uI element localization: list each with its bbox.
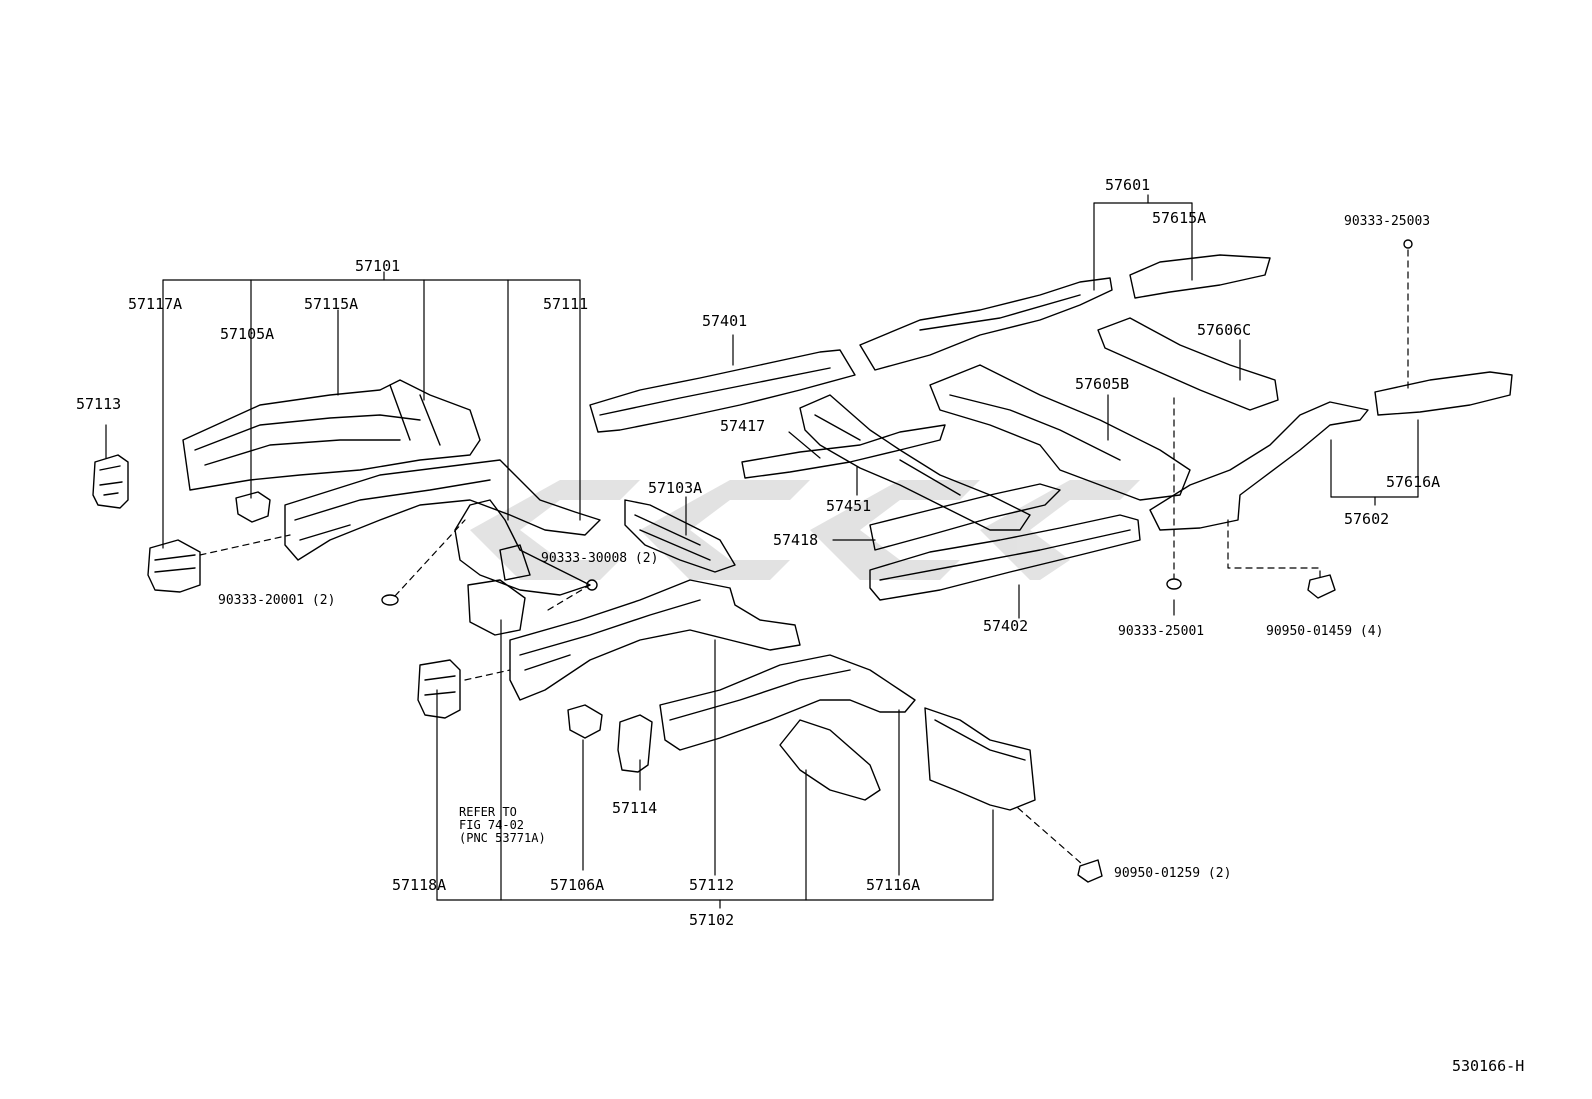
label-57102: 57102 <box>689 911 735 929</box>
label-57602: 57602 <box>1344 510 1390 528</box>
part-57116A-plate <box>924 707 1036 811</box>
part-57417 <box>741 424 946 479</box>
label-57402: 57402 <box>983 617 1029 635</box>
part-57605B <box>929 364 1191 501</box>
label-57114: 57114 <box>612 799 658 817</box>
part-57606C <box>1097 317 1279 411</box>
label-57111: 57111 <box>543 295 589 313</box>
label-57616A: 57616A <box>1386 473 1441 491</box>
part-57103A <box>624 499 736 573</box>
part-57114 <box>617 714 653 773</box>
refer-note: REFER TO FIG 74-02 (PNC 53771A) <box>459 806 546 845</box>
fasteners <box>381 239 1413 883</box>
label-90333-30008: 90333-30008 (2) <box>541 551 659 566</box>
label-57105A: 57105A <box>220 325 275 343</box>
part-57113 <box>92 454 129 509</box>
watermark-logo <box>470 480 1140 580</box>
part-57118A <box>417 659 461 719</box>
label-57118A: 57118A <box>392 876 447 894</box>
label-57606C: 57606C <box>1197 321 1252 339</box>
label-57401: 57401 <box>702 312 748 330</box>
label-57418: 57418 <box>773 531 819 549</box>
part-57418 <box>869 483 1061 551</box>
label-57112: 57112 <box>689 876 735 894</box>
part-57115A <box>182 379 481 491</box>
refer-note-line3: (PNC 53771A) <box>459 831 546 845</box>
label-57451: 57451 <box>826 497 872 515</box>
part-mount-center <box>454 499 591 636</box>
label-57113: 57113 <box>76 395 122 413</box>
part-57616A <box>1374 371 1513 416</box>
label-57116A: 57116A <box>866 876 921 894</box>
label-57605B: 57605B <box>1075 375 1130 393</box>
label-57601: 57601 <box>1105 176 1151 194</box>
label-90950-01459: 90950-01459 (4) <box>1266 624 1384 639</box>
leader-lines <box>105 194 1419 909</box>
part-57615A <box>1129 254 1271 299</box>
label-90333-25003: 90333-25003 <box>1344 214 1431 229</box>
label-57615A: 57615A <box>1152 209 1207 227</box>
part-57451 <box>799 394 1031 531</box>
part-57111 <box>284 459 601 561</box>
diagram-id: 530166-H <box>1452 1057 1525 1075</box>
refer-note-line1: REFER TO <box>459 805 517 819</box>
part-57602-rail <box>1149 401 1369 531</box>
label-57103A: 57103A <box>648 479 703 497</box>
label-57106A: 57106A <box>550 876 605 894</box>
label-90333-25001: 90333-25001 <box>1118 624 1205 639</box>
label-57101: 57101 <box>355 257 401 275</box>
part-57401 <box>589 349 856 433</box>
part-57116A-bracket <box>779 719 881 801</box>
label-90950-01259: 90950-01259 (2) <box>1114 866 1232 881</box>
part-57105A <box>235 491 271 523</box>
label-90333-20001: 90333-20001 (2) <box>218 593 336 608</box>
part-57116A-rail <box>659 654 916 751</box>
label-57117A: 57117A <box>128 295 183 313</box>
part-57112 <box>509 579 801 701</box>
label-57417: 57417 <box>720 417 766 435</box>
part-57106A <box>567 704 603 739</box>
part-57117A <box>147 539 201 593</box>
part-57601-rail <box>859 277 1113 371</box>
part-57402 <box>869 514 1141 601</box>
label-57115A: 57115A <box>304 295 359 313</box>
refer-note-line2: FIG 74-02 <box>459 818 525 832</box>
